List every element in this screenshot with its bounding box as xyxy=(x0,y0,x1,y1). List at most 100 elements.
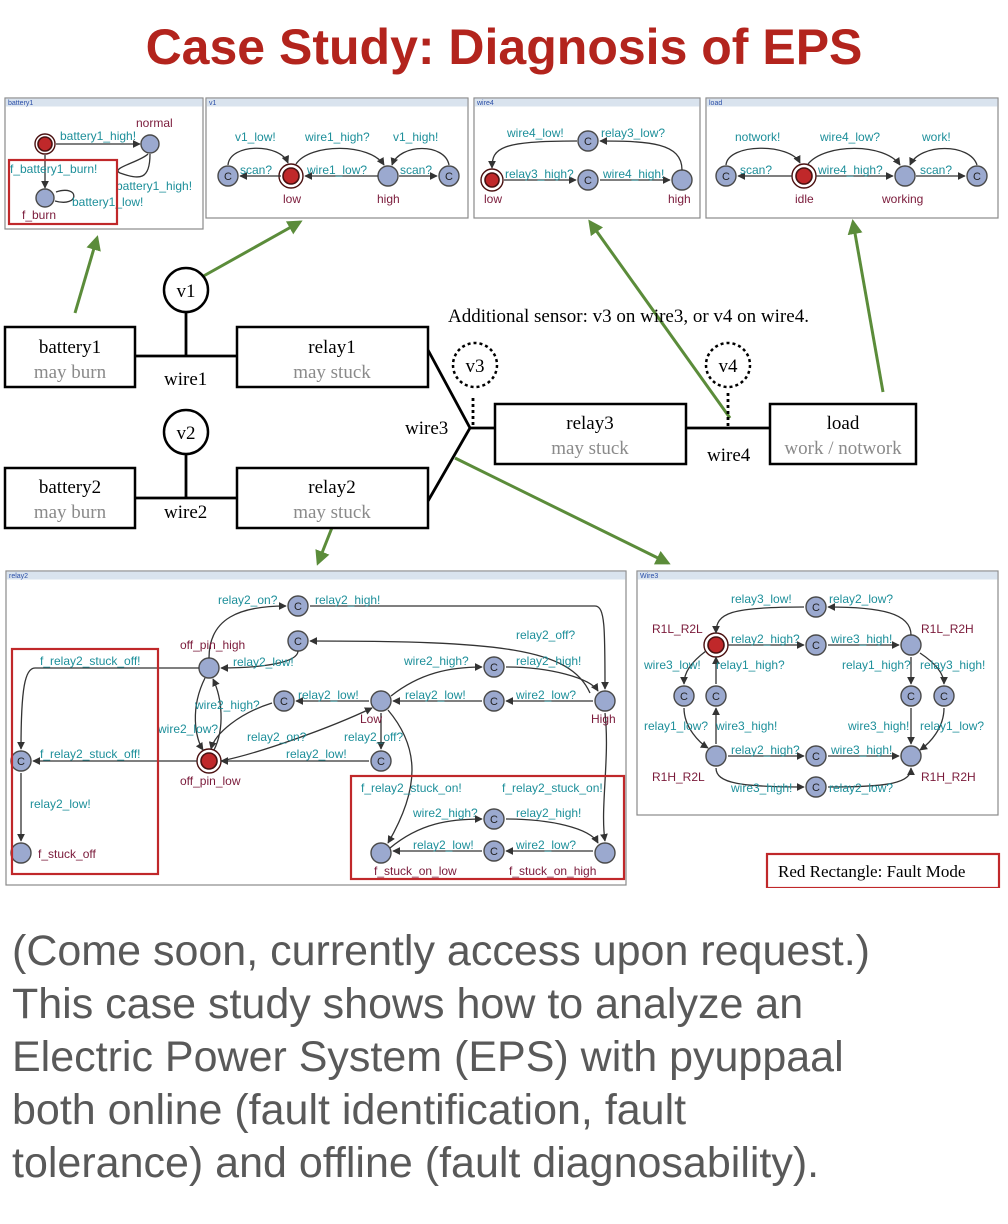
state-r1l-r2h xyxy=(900,634,922,656)
state-label: R1H_R2L xyxy=(652,770,705,784)
edge-label: relay2_low! xyxy=(233,655,294,669)
state-label: f_stuck_on_high xyxy=(509,864,596,878)
wire-label: wire2 xyxy=(164,502,207,523)
edge-label: f_relay2_stuck_on! xyxy=(361,781,462,795)
panel-tag: wire4 xyxy=(476,100,494,107)
svg-text:C: C xyxy=(490,696,498,708)
edge-label: wire1_high? xyxy=(304,130,370,144)
wire-label: wire3 xyxy=(405,418,448,439)
edge-label: scan? xyxy=(240,163,272,177)
committed-state xyxy=(577,130,599,152)
edge-label: scan? xyxy=(740,163,772,177)
component-load: load work / notwork xyxy=(768,402,918,466)
edge-label: relay3_high? xyxy=(505,167,574,181)
edge-label: wire3_high! xyxy=(847,719,909,733)
panel-tag: relay2 xyxy=(9,573,28,580)
edge-label: battery1_high! xyxy=(116,179,192,193)
component-battery1: battery1 may burn xyxy=(3,325,137,389)
edge-label: relay2_low! xyxy=(413,838,474,852)
edge-label: wire1_low? xyxy=(306,163,367,177)
fault-mode-legend: Red Rectangle: Fault Mode xyxy=(765,852,1001,888)
svg-text:Red Rectangle: Fault Mode: Red Rectangle: Fault Mode xyxy=(778,862,965,881)
state-label: High xyxy=(591,712,616,726)
state-label: R1L_R2L xyxy=(652,622,703,636)
wire4-automaton-panel: wire4 C C wire4_low! relay3_low? relay3_… xyxy=(473,97,701,219)
svg-text:C: C xyxy=(584,136,592,148)
edge-label: relay1_high? xyxy=(716,658,785,672)
wire-label: wire1 xyxy=(164,369,207,390)
state-f-stuck-off xyxy=(10,842,32,864)
relay2-automaton-panel: relay2 C C C C C C C C C xyxy=(5,570,627,886)
state-label: low xyxy=(484,192,502,206)
svg-text:C: C xyxy=(17,756,25,768)
svg-text:v1: v1 xyxy=(177,281,196,302)
edge-label: notwork! xyxy=(735,130,780,144)
svg-text:may stuck: may stuck xyxy=(293,502,371,523)
edge-label: relay3_low! xyxy=(731,592,792,606)
state-label: f_stuck_off xyxy=(38,847,96,861)
wires xyxy=(135,313,770,502)
state-label: Low xyxy=(360,712,382,726)
state-off-pin-low xyxy=(200,752,218,770)
edge-label: wire4_low? xyxy=(819,130,880,144)
edge-label: wire3_high! xyxy=(830,743,892,757)
svg-text:C: C xyxy=(973,171,981,183)
edge-label: scan? xyxy=(920,163,952,177)
edge-label: wire2_high? xyxy=(412,806,478,820)
edge-label: relay2_low? xyxy=(829,592,893,606)
edge-label: relay2_off? xyxy=(516,628,575,642)
edge-label: relay2_high? xyxy=(731,632,800,646)
wire3-automaton-panel: Wire3 C C C C C C C C relay3_low! relay2… xyxy=(636,570,999,816)
edge-label: wire4_high! xyxy=(602,167,664,181)
edge-label: work! xyxy=(921,130,951,144)
edge-label: wire2_low? xyxy=(515,838,576,852)
svg-text:C: C xyxy=(377,756,385,768)
description-line: This case study shows how to analyze an xyxy=(12,980,804,1028)
edge-label: f_relay2_stuck_off! xyxy=(40,747,141,761)
edge-label: wire3_low! xyxy=(643,658,701,672)
sensor-note: Additional sensor: v3 on wire3, or v4 on… xyxy=(448,306,809,327)
committed-state xyxy=(966,165,988,187)
case-study-description: (Come soon, currently access upon reques… xyxy=(12,925,997,1190)
committed-state xyxy=(715,165,737,187)
svg-text:C: C xyxy=(224,171,232,183)
state-r1h-r2h xyxy=(900,745,922,767)
state-low xyxy=(282,167,300,185)
svg-text:C: C xyxy=(812,782,820,794)
state-label: R1H_R2H xyxy=(921,770,976,784)
edge-label: relay2_on? xyxy=(247,730,307,744)
state-label: off_pin_low xyxy=(180,774,241,788)
svg-text:may stuck: may stuck xyxy=(551,438,629,459)
edge-label: f_relay2_stuck_on! xyxy=(502,781,603,795)
edge-label: battery1_high! xyxy=(60,129,136,143)
battery1-automaton-panel: battery1 normal f_burn battery1_high! f_… xyxy=(4,97,204,230)
svg-text:C: C xyxy=(294,601,302,613)
panel-tag: battery1 xyxy=(8,100,33,107)
component-battery2: battery2 may burn xyxy=(3,466,137,530)
sensor-v3: v3 xyxy=(451,341,499,389)
panel-tag: v1 xyxy=(209,100,217,107)
state-high xyxy=(594,690,616,712)
state-normal xyxy=(140,134,160,154)
svg-text:C: C xyxy=(280,696,288,708)
state-idle xyxy=(795,167,813,185)
svg-text:relay3: relay3 xyxy=(566,413,613,434)
state-off-pin-high xyxy=(198,657,220,679)
sensor-v1: v1 xyxy=(162,266,210,314)
edge-label: wire2_high? xyxy=(403,654,469,668)
edge-label: v1_high! xyxy=(393,130,438,144)
edge-label: wire3_high! xyxy=(730,781,792,795)
edge-label: relay2_high! xyxy=(516,654,581,668)
description-line: Electric Power System (EPS) with pyuppaa… xyxy=(12,1033,844,1081)
edge-label: relay2_high! xyxy=(516,806,581,820)
state-low xyxy=(484,172,500,188)
component-relay2: relay2 may stuck xyxy=(235,466,430,530)
state-label: low xyxy=(283,192,301,206)
svg-text:C: C xyxy=(680,691,688,703)
edge-label: relay1_high? xyxy=(842,658,911,672)
svg-text:C: C xyxy=(294,636,302,648)
component-relay1: relay1 may stuck xyxy=(235,325,430,389)
svg-text:may burn: may burn xyxy=(34,362,107,383)
svg-text:may burn: may burn xyxy=(34,502,107,523)
edge-label: relay2_off? xyxy=(344,730,403,744)
